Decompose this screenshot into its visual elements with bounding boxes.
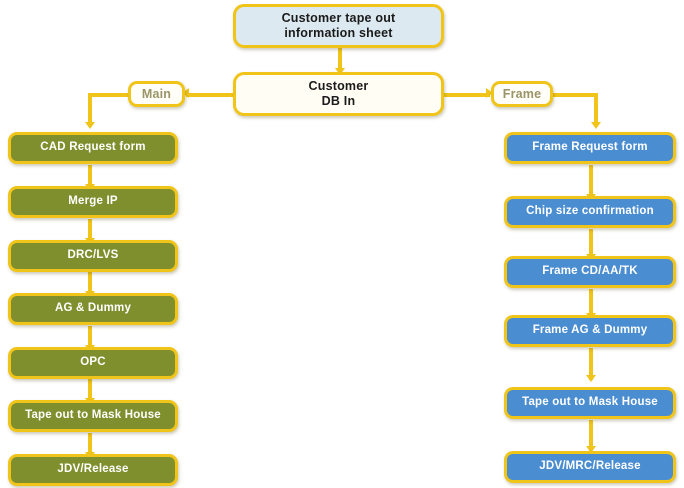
node-merge-ip[interactable]: Merge IP xyxy=(8,186,178,218)
connector-frame-elbow-vertical xyxy=(594,93,598,126)
connector-left-5 xyxy=(88,379,92,403)
connector-right-3 xyxy=(589,289,593,318)
node-jdv-release[interactable]: JDV/Release xyxy=(8,454,178,486)
node-label-line1: Customer tape out xyxy=(281,11,396,26)
node-frame-request-form[interactable]: Frame Request form xyxy=(504,132,676,164)
node-cad-request-form[interactable]: CAD Request form xyxy=(8,132,178,164)
node-tape-out-to-mask-house-main[interactable]: Tape out to Mask House xyxy=(8,400,178,432)
node-customer-db-in[interactable]: Customer DB In xyxy=(233,72,444,116)
node-customer-tape-out-information-sheet[interactable]: Customer tape out information sheet xyxy=(233,4,444,48)
node-drc-lvs[interactable]: DRC/LVS xyxy=(8,240,178,272)
node-label: Tape out to Mask House xyxy=(25,409,161,422)
branch-tag-label: Frame xyxy=(502,86,542,101)
node-label: Tape out to Mask House xyxy=(522,396,658,409)
node-label: OPC xyxy=(80,356,106,369)
node-opc[interactable]: OPC xyxy=(8,347,178,379)
branch-tag-main[interactable]: Main xyxy=(128,81,185,107)
connector-title-to-hub xyxy=(338,48,342,74)
arrow-hub-to-main-tag xyxy=(182,88,189,98)
branch-tag-label: Main xyxy=(141,86,172,101)
connector-right-4 xyxy=(589,348,593,380)
node-label: Frame CD/AA/TK xyxy=(542,265,638,278)
node-label: JDV/MRC/Release xyxy=(539,460,641,473)
node-label: CAD Request form xyxy=(40,141,146,154)
arrow-frame-into-column xyxy=(591,122,601,129)
node-label: JDV/Release xyxy=(57,463,129,476)
node-label: AG & Dummy xyxy=(54,302,132,315)
node-chip-size-confirmation[interactable]: Chip size confirmation xyxy=(504,196,676,228)
connector-right-5 xyxy=(589,420,593,450)
node-label: Frame AG & Dummy xyxy=(532,324,648,337)
node-tape-out-to-mask-house-frame[interactable]: Tape out to Mask House xyxy=(504,387,676,419)
arrow-right-5 xyxy=(586,446,596,453)
connector-left-1 xyxy=(88,165,92,189)
node-label: DRC/LVS xyxy=(67,249,119,262)
branch-tag-frame[interactable]: Frame xyxy=(491,81,553,107)
arrow-title-to-hub xyxy=(335,68,345,75)
connector-main-elbow-horizontal xyxy=(88,93,130,97)
node-label: Merge IP xyxy=(68,195,118,208)
connector-hub-to-main-tag xyxy=(186,93,236,97)
connector-main-elbow-vertical xyxy=(88,93,92,126)
connector-left-2 xyxy=(88,219,92,243)
connector-right-2 xyxy=(589,229,593,259)
connector-right-1 xyxy=(589,165,593,199)
node-label-line1: Customer xyxy=(308,79,369,94)
node-frame-ag-and-dummy[interactable]: Frame AG & Dummy xyxy=(504,315,676,347)
node-label-line2: DB In xyxy=(321,94,356,108)
connector-frame-elbow-horizontal xyxy=(553,93,598,97)
arrow-main-into-column xyxy=(85,122,95,129)
node-label-line2: information sheet xyxy=(284,26,393,40)
connector-hub-to-frame-tag xyxy=(444,93,490,97)
node-ag-and-dummy[interactable]: AG & Dummy xyxy=(8,293,178,325)
arrow-right-4 xyxy=(586,375,596,382)
node-label: Frame Request form xyxy=(532,141,648,154)
node-label: Chip size confirmation xyxy=(526,205,654,218)
arrow-hub-to-frame-tag xyxy=(486,88,493,98)
node-frame-cd-aa-tk[interactable]: Frame CD/AA/TK xyxy=(504,256,676,288)
connector-left-4 xyxy=(88,326,92,350)
connector-left-3 xyxy=(88,272,92,296)
connector-left-6 xyxy=(88,433,92,457)
node-jdv-mrc-release[interactable]: JDV/MRC/Release xyxy=(504,451,676,483)
